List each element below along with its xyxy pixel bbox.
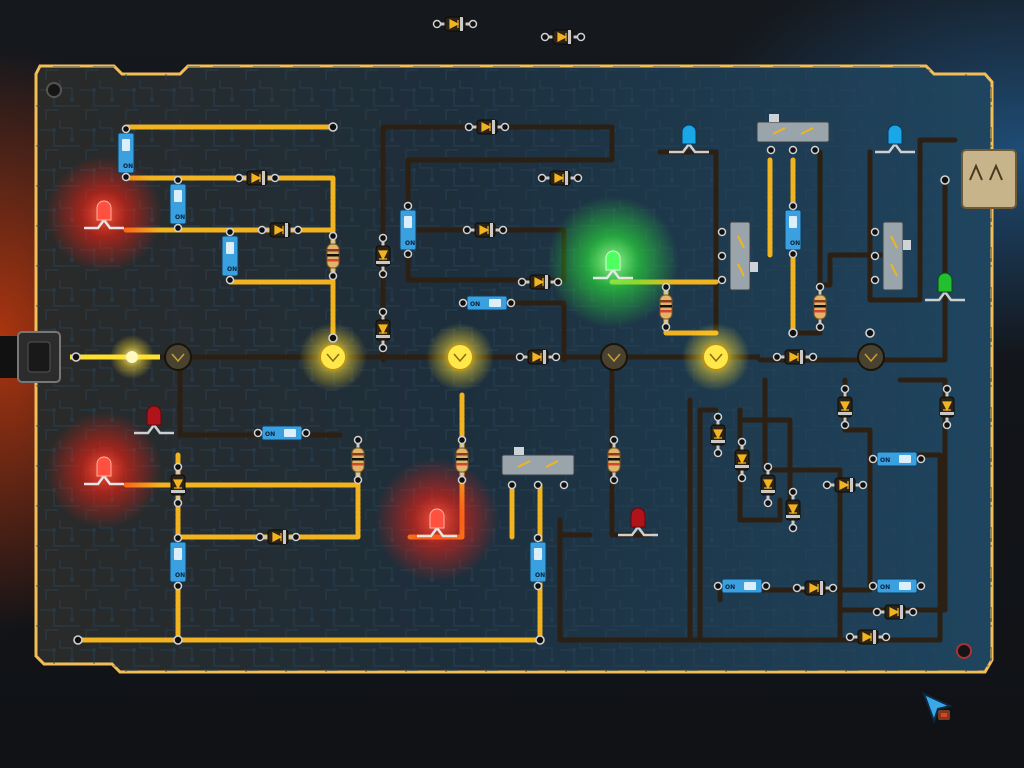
toggle-switch[interactable] bbox=[221, 227, 239, 285]
cursor-arrow-icon bbox=[922, 692, 953, 725]
bulb-lit[interactable] bbox=[702, 343, 730, 371]
switch-label: ON bbox=[123, 163, 133, 170]
toggle-switch[interactable] bbox=[868, 578, 926, 594]
toggle-switch[interactable] bbox=[458, 295, 516, 311]
led-red-off[interactable] bbox=[134, 405, 174, 435]
switch-label: ON bbox=[405, 240, 415, 247]
led-blue-off[interactable] bbox=[669, 124, 709, 154]
led-red-lit[interactable] bbox=[417, 508, 457, 538]
relay-switch-middle[interactable] bbox=[717, 221, 759, 291]
screw-bottom-right bbox=[956, 643, 972, 659]
switch-label: ON bbox=[880, 457, 890, 464]
switch-label: ON bbox=[790, 240, 800, 247]
led-green-off[interactable] bbox=[925, 272, 965, 302]
relay-switch-right[interactable] bbox=[870, 221, 912, 291]
switch-labels: ON ON ON ON ON ON ON ON ON ON ON ON bbox=[123, 163, 890, 591]
led-red-lit[interactable] bbox=[84, 200, 124, 230]
toggle-switch[interactable] bbox=[169, 533, 187, 591]
switch-label: ON bbox=[725, 584, 735, 591]
tray-diode-2[interactable] bbox=[540, 29, 586, 45]
switch-label: ON bbox=[880, 584, 890, 591]
led-red-lit[interactable] bbox=[84, 456, 124, 486]
bulb-off[interactable] bbox=[600, 343, 628, 371]
power-indicator bbox=[126, 351, 138, 363]
toggle-switch[interactable] bbox=[169, 175, 187, 233]
switch-label: ON bbox=[535, 572, 545, 579]
output-socket-icon[interactable] bbox=[961, 149, 1017, 209]
parts-tray bbox=[432, 16, 586, 45]
toggle-switch[interactable] bbox=[784, 201, 802, 259]
switch-label: ON bbox=[175, 572, 185, 579]
screw-top-left bbox=[46, 82, 62, 98]
power-plug-icon[interactable] bbox=[0, 331, 61, 383]
switch-label: ON bbox=[175, 214, 185, 221]
bulb-off[interactable] bbox=[857, 343, 885, 371]
switch-label: ON bbox=[227, 266, 237, 273]
led-green-lit[interactable] bbox=[593, 250, 633, 280]
toggle-switch[interactable] bbox=[253, 425, 311, 441]
switch-label: ON bbox=[265, 431, 275, 438]
toggle-switch[interactable] bbox=[713, 578, 771, 594]
toggle-switch[interactable] bbox=[868, 451, 926, 467]
led-blue-off[interactable] bbox=[875, 124, 915, 154]
bulb-lit[interactable] bbox=[446, 343, 474, 371]
relay-switches bbox=[501, 114, 912, 490]
toggle-switch[interactable] bbox=[399, 201, 417, 259]
toggle-switch[interactable] bbox=[117, 124, 135, 182]
bulb-lit[interactable] bbox=[319, 343, 347, 371]
tray-diode-1[interactable] bbox=[432, 16, 478, 32]
wires-off bbox=[177, 124, 958, 643]
relay-switch-bottom[interactable] bbox=[501, 447, 575, 490]
relay-switch-top[interactable] bbox=[756, 114, 830, 155]
bulb-off[interactable] bbox=[164, 343, 192, 371]
leds bbox=[84, 124, 965, 538]
led-red-off[interactable] bbox=[618, 507, 658, 537]
toggle-switch[interactable] bbox=[529, 533, 547, 591]
switch-label: ON bbox=[470, 301, 480, 308]
bulbs bbox=[126, 343, 885, 371]
